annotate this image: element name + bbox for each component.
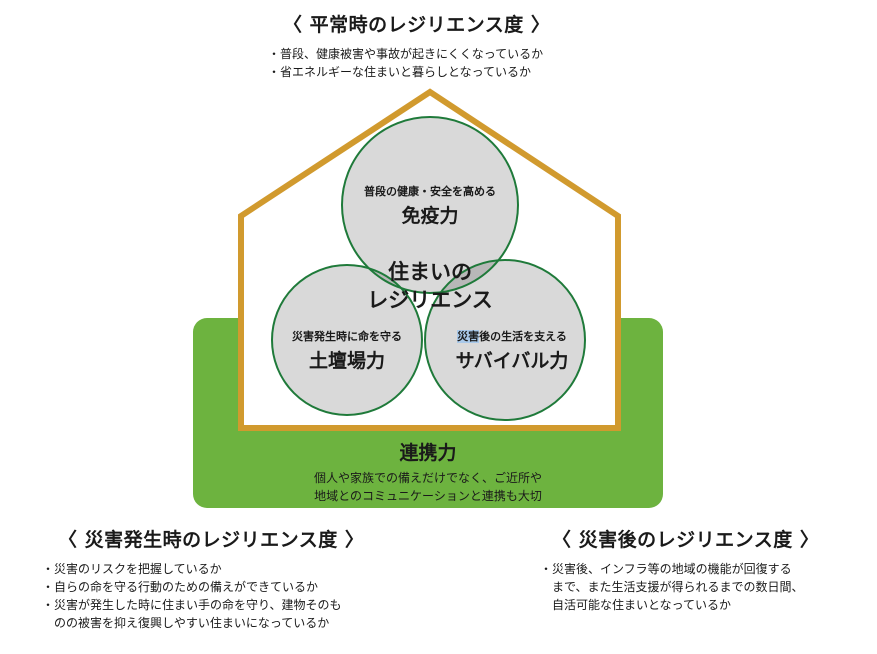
- survival-label: 災害後の生活を支える サバイバル力: [432, 328, 592, 373]
- bullet-after-1: ・災害後、インフラ等の地域の機能が回復する: [540, 562, 792, 576]
- ground-title: 土壇場力: [308, 350, 385, 372]
- survival-title: サバイバル力: [455, 350, 569, 372]
- immunity-title: 免疫力: [401, 205, 459, 227]
- cooperation-line-2: 地域とのコミュニケーションと連携も大切: [314, 489, 542, 503]
- bullet-after-3: 自活可能な住まいとなっているか: [540, 598, 732, 612]
- bullet-disaster-4: のの被害を抑え復興しやすい住まいになっているか: [42, 616, 330, 630]
- heading-after-disaster-resilience: 〈 災害後のレジリエンス度 〉: [552, 529, 820, 551]
- survival-subtitle: 災害後の生活を支える: [432, 328, 592, 344]
- cooperation-title: 連携力: [399, 442, 457, 464]
- bullet-after-2: まで、また生活支援が得られるまでの数日間、: [540, 580, 804, 594]
- ground-label: 災害発生時に命を守る 土壇場力: [262, 328, 432, 373]
- ground-subtitle: 災害発生時に命を守る: [292, 330, 402, 343]
- bullet-normal-1: ・普段、健康被害や事故が起きにくくなっているか: [268, 47, 544, 61]
- circle-ground: [272, 265, 422, 415]
- circle-survival: [425, 260, 585, 420]
- bullet-disaster-3: ・災害が発生した時に住まい手の命を守り、建物そのも: [42, 598, 342, 612]
- circle-immunity: [342, 117, 518, 293]
- heading-normal-resilience: 〈 平常時のレジリエンス度 〉: [283, 14, 551, 36]
- heading-disaster-resilience: 〈 災害発生時のレジリエンス度 〉: [58, 529, 365, 551]
- bullet-disaster-2: ・自らの命を守る行動のための備えができているか: [42, 580, 319, 594]
- bullets-after-disaster: ・災害後、インフラ等の地域の機能が回復する まで、また生活支援が得られるまでの数…: [540, 560, 804, 614]
- immunity-label: 普段の健康・安全を高める 免疫力: [330, 183, 530, 228]
- cooperation-block: 連携力 個人や家族での備えだけでなく、ご近所や 地域とのコミュニケーションと連携…: [193, 438, 663, 505]
- cooperation-line-1: 個人や家族での備えだけでなく、ご近所や: [313, 471, 542, 485]
- circle-survival-outline: [424, 259, 586, 421]
- core-line-1: 住まいの: [388, 260, 472, 284]
- bullet-disaster-1: ・災害のリスクを把握しているか: [42, 562, 222, 576]
- immunity-subtitle: 普段の健康・安全を高める: [364, 185, 496, 198]
- bullets-disaster: ・災害のリスクを把握しているか ・自らの命を守る行動のための備えができているか …: [42, 560, 342, 632]
- core-label: 住まいの レジリエンス: [330, 258, 530, 314]
- circle-ground-outline: [271, 264, 423, 416]
- circle-immunity-outline: [341, 116, 519, 294]
- bullet-normal-2: ・省エネルギーな住まいと暮らしとなっているか: [268, 65, 532, 79]
- core-line-2: レジリエンス: [367, 288, 493, 312]
- bullets-normal: ・普段、健康被害や事故が起きにくくなっているか ・省エネルギーな住まいと暮らしと…: [268, 45, 543, 81]
- survival-subtitle-highlight: 災害: [457, 330, 480, 343]
- survival-subtitle-rest: 後の生活を支える: [479, 330, 567, 343]
